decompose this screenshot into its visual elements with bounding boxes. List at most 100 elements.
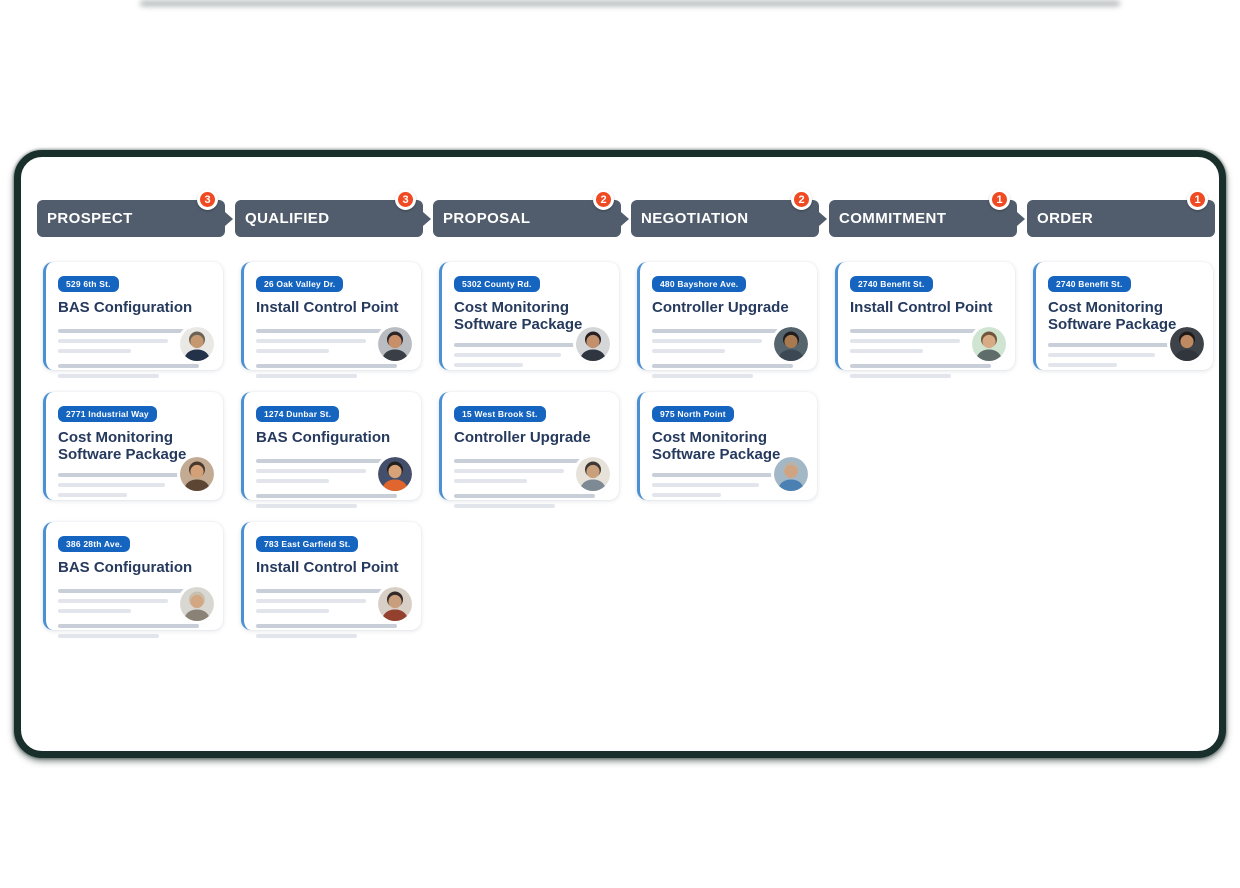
deal-card[interactable]: 783 East Garfield St. Install Control Po…	[241, 522, 421, 638]
placeholder-line	[256, 623, 397, 628]
column-header[interactable]: PROSPECT 3	[37, 189, 233, 237]
column-cards: 26 Oak Valley Dr. Install Control Point …	[235, 262, 423, 638]
pipeline-columns: PROSPECT 3 529 6th St. BAS Configuration…	[21, 157, 1219, 638]
placeholder-line	[58, 328, 199, 333]
deal-card[interactable]: 529 6th St. BAS Configuration	[43, 262, 223, 378]
column-arrow-icon	[819, 211, 827, 226]
placeholder-line	[58, 482, 166, 487]
placeholder-line	[256, 458, 397, 463]
placeholder-lines	[652, 472, 805, 497]
deal-card[interactable]: 386 28th Ave. BAS Configuration	[43, 522, 223, 638]
deal-title: BAS Configuration	[58, 559, 193, 576]
address-tag: 15 West Brook St.	[454, 406, 546, 422]
placeholder-lines	[58, 328, 211, 378]
deal-card[interactable]: 1274 Dunbar St. BAS Configuration	[241, 392, 421, 508]
placeholder-lines	[58, 588, 211, 638]
placeholder-lines	[454, 458, 607, 508]
placeholder-line	[256, 633, 357, 638]
count-badge: 2	[791, 189, 812, 210]
column-title: COMMITMENT	[839, 210, 947, 227]
placeholder-line	[652, 328, 793, 333]
avatar	[774, 457, 808, 491]
deal-card[interactable]: 2740 Benefit St. Cost Monitoring Softwar…	[1033, 262, 1213, 370]
placeholder-line	[256, 493, 397, 498]
deal-card[interactable]: 26 Oak Valley Dr. Install Control Point	[241, 262, 421, 378]
column-arrow-icon	[1017, 211, 1025, 226]
placeholder-line	[850, 363, 991, 368]
placeholder-line	[454, 352, 562, 357]
avatar	[378, 327, 412, 361]
top-shadow-artifact	[140, 1, 1120, 6]
placeholder-line	[256, 338, 367, 343]
column-cards: 529 6th St. BAS Configuration 2771 Indus…	[37, 262, 225, 638]
placeholder-line	[256, 478, 330, 483]
placeholder-line	[58, 633, 159, 638]
column-header[interactable]: PROPOSAL 2	[433, 189, 629, 237]
placeholder-line	[850, 328, 991, 333]
column-header[interactable]: COMMITMENT 1	[829, 189, 1025, 237]
deal-card[interactable]: 480 Bayshore Ave. Controller Upgrade	[637, 262, 817, 378]
column-cards: 480 Bayshore Ave. Controller Upgrade 975…	[631, 262, 819, 500]
placeholder-line	[454, 362, 523, 367]
avatar	[972, 327, 1006, 361]
pipeline-column-order: ORDER 1 2740 Benefit St. Cost Monitoring…	[1027, 189, 1215, 630]
deal-title: BAS Configuration	[58, 299, 193, 316]
count-badge: 1	[989, 189, 1010, 210]
deal-title: Cost Monitoring Software Package	[1048, 299, 1177, 333]
placeholder-line	[454, 342, 595, 347]
placeholder-line	[454, 478, 528, 483]
deal-title: Install Control Point	[256, 559, 399, 576]
avatar	[378, 587, 412, 621]
column-arrow-icon	[423, 211, 431, 226]
deal-title: Cost Monitoring Software Package	[652, 429, 781, 463]
avatar	[1170, 327, 1204, 361]
pipeline-board: PROSPECT 3 529 6th St. BAS Configuration…	[14, 150, 1226, 758]
deal-card[interactable]: 15 West Brook St. Controller Upgrade	[439, 392, 619, 508]
deal-card[interactable]: 5302 County Rd. Cost Monitoring Software…	[439, 262, 619, 370]
placeholder-lines	[256, 328, 409, 378]
placeholder-line	[256, 598, 367, 603]
address-tag: 480 Bayshore Ave.	[652, 276, 747, 292]
column-arrow-icon	[621, 211, 629, 226]
placeholder-line	[256, 348, 330, 353]
avatar	[576, 327, 610, 361]
pipeline-column-proposal: PROPOSAL 2 5302 County Rd. Cost Monitori…	[433, 189, 629, 630]
column-header[interactable]: ORDER 1	[1027, 189, 1215, 237]
pipeline-column-qualified: QUALIFIED 3 26 Oak Valley Dr. Install Co…	[235, 189, 431, 638]
placeholder-line	[58, 338, 169, 343]
address-tag: 783 East Garfield St.	[256, 536, 359, 552]
avatar	[576, 457, 610, 491]
placeholder-line	[256, 503, 357, 508]
placeholder-line	[652, 348, 726, 353]
placeholder-lines	[256, 458, 409, 508]
address-tag: 5302 County Rd.	[454, 276, 540, 292]
deal-title: Install Control Point	[850, 299, 993, 316]
deal-title: Controller Upgrade	[454, 429, 591, 446]
avatar	[180, 457, 214, 491]
count-badge: 1	[1187, 189, 1208, 210]
placeholder-line	[652, 482, 760, 487]
column-title: ORDER	[1037, 210, 1094, 227]
placeholder-line	[652, 472, 793, 477]
pipeline-column-prospect: PROSPECT 3 529 6th St. BAS Configuration…	[37, 189, 233, 638]
placeholder-line	[58, 363, 199, 368]
column-header[interactable]: QUALIFIED 3	[235, 189, 431, 237]
column-cards: 2740 Benefit St. Cost Monitoring Softwar…	[1027, 262, 1215, 370]
address-tag: 2771 Industrial Way	[58, 406, 157, 422]
deal-card[interactable]: 2740 Benefit St. Install Control Point	[835, 262, 1015, 378]
count-badge: 2	[593, 189, 614, 210]
placeholder-lines	[58, 472, 211, 497]
placeholder-lines	[256, 588, 409, 638]
column-arrow-icon	[225, 211, 233, 226]
address-tag: 529 6th St.	[58, 276, 119, 292]
placeholder-line	[58, 588, 199, 593]
column-title: QUALIFIED	[245, 210, 330, 227]
deal-card[interactable]: 975 North Point Cost Monitoring Software…	[637, 392, 817, 500]
placeholder-line	[58, 623, 199, 628]
address-tag: 1274 Dunbar St.	[256, 406, 340, 422]
column-header[interactable]: NEGOTIATION 2	[631, 189, 827, 237]
placeholder-line	[454, 503, 555, 508]
column-cards: 2740 Benefit St. Install Control Point	[829, 262, 1017, 378]
deal-card[interactable]: 2771 Industrial Way Cost Monitoring Soft…	[43, 392, 223, 500]
pipeline-column-commitment: COMMITMENT 1 2740 Benefit St. Install Co…	[829, 189, 1025, 630]
